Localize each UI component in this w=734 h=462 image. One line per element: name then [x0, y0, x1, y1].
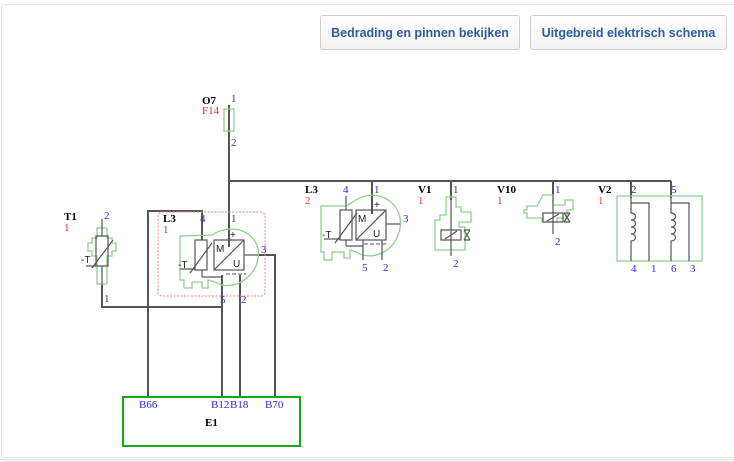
l3-1-t-symbol: -T: [178, 260, 187, 271]
l3-2-qty: 2: [305, 195, 311, 207]
v2-coil1-return: [630, 198, 650, 261]
wire-t1-1[interactable]: [101, 285, 222, 308]
v2-coil-1: [630, 203, 637, 261]
v2-pin-5: 5: [671, 184, 677, 196]
o7-pin-1: 1: [231, 93, 237, 105]
l3-1-thermistor-slash: [189, 242, 213, 274]
wires: [101, 105, 672, 397]
bottom-divider: [0, 459, 734, 462]
e1-pin-b12: B12: [211, 399, 229, 411]
l3-1-pin-5: 5: [220, 294, 226, 306]
v2-qty: 1: [598, 195, 604, 207]
v2-pin-4: 4: [631, 263, 637, 275]
e1-name: E1: [205, 417, 218, 429]
wire-l3a-3-b70[interactable]: [258, 254, 276, 397]
v2-coil-2: [670, 203, 677, 261]
component-t1[interactable]: -T T1 1 2 1: [64, 210, 117, 305]
t1-slash: [91, 239, 114, 269]
v10-coil-slash: [546, 213, 560, 222]
v2-pin-1: 1: [651, 263, 657, 275]
l3-2-mu-box: [355, 209, 387, 241]
l3-1-group-box: [157, 211, 266, 297]
t1-name: T1: [64, 211, 77, 223]
t1-outline: [87, 227, 117, 285]
l3-2-pin-2: 2: [383, 262, 389, 274]
v1-pin-2: 2: [453, 258, 459, 270]
l3-2-m-symbol: M: [358, 214, 366, 225]
l3-2-name: L3: [305, 184, 318, 196]
v1-pin-1: 1: [453, 184, 459, 196]
v10-valve-icon: [563, 212, 571, 223]
v10-coil: [542, 212, 564, 223]
l3-2-t-symbol: -T: [322, 230, 331, 241]
l3-1-outline: [179, 228, 259, 289]
v1-coil-slash: [444, 230, 458, 240]
l3-2-pin-4: 4: [343, 184, 349, 196]
l3-2-outline: [320, 194, 402, 261]
component-o7[interactable]: O7 F14 1 2: [202, 93, 237, 149]
t1-symbol: -T: [81, 255, 90, 266]
l3-1-qty: 1: [163, 224, 169, 236]
component-l3-2[interactable]: -T M U + L3 2 4 1 3 5 2: [305, 184, 409, 274]
v10-pin-2: 2: [555, 236, 561, 248]
v2-outline: [616, 195, 703, 262]
v10-pin-1: 1: [555, 184, 561, 196]
view-wiring-pins-button[interactable]: Bedrading en pinnen bekijken: [320, 15, 520, 50]
l3-1-m-symbol: M: [216, 244, 224, 255]
extended-electrical-schema-button[interactable]: Uitgebreid elektrisch schema: [530, 15, 727, 50]
t1-resistor: [95, 235, 109, 267]
v1-outline: [434, 196, 472, 251]
l3-1-u-symbol: U: [233, 259, 240, 270]
l3-1-pin-2: 2: [241, 294, 247, 306]
v2-pin-3: 3: [690, 263, 696, 275]
l3-2-thermistor-slash: [334, 212, 358, 244]
component-e1[interactable]: B66 B12 B18 B70 E1: [122, 396, 301, 447]
v1-qty: 1: [418, 195, 424, 207]
l3-1-thermistor: [194, 239, 208, 271]
e1-pin-b66: B66: [139, 399, 158, 411]
v2-coil2-return: [670, 198, 690, 261]
o7-name: O7: [202, 95, 217, 107]
l3-1-pin-3: 3: [261, 244, 267, 256]
l3-2-thermistor: [339, 209, 353, 241]
l3-1-mu-slash: [213, 239, 245, 271]
o7-qty: F14: [202, 105, 220, 117]
l3-1-name: L3: [163, 213, 176, 225]
e1-pin-b18: B18: [230, 399, 249, 411]
l3-2-u-symbol: U: [373, 229, 380, 240]
v1-name: V1: [418, 184, 431, 196]
l3-2-pin-1: 1: [374, 184, 380, 196]
e1-box: [122, 396, 301, 447]
v2-pin-6: 6: [671, 263, 677, 275]
l3-2-pin-3: 3: [403, 213, 409, 225]
v1-coil: [440, 229, 462, 241]
t1-pin-1: 1: [104, 293, 110, 305]
v10-outline: [523, 194, 574, 223]
v2-pin-2: 2: [631, 184, 637, 196]
v2-name: V2: [598, 184, 612, 196]
l3-2-pin-5: 5: [362, 262, 368, 274]
v10-name: V10: [497, 184, 516, 196]
component-v2[interactable]: V2 1 2 5 4 1 6 3: [598, 184, 703, 275]
t1-qty: 1: [64, 222, 70, 234]
schematic-panel: [1, 4, 734, 458]
component-l3-1[interactable]: -T M U + L3 1 4 1 3 5 2: [157, 211, 267, 306]
v1-valve-icon: [463, 229, 471, 241]
v10-qty: 1: [497, 195, 503, 207]
component-v10[interactable]: V10 1 1 2: [497, 184, 574, 248]
l3-1-plus: +: [230, 230, 236, 241]
l3-2-plus: +: [374, 200, 380, 211]
e1-pin-b70: B70: [265, 399, 284, 411]
o7-pin-2: 2: [231, 137, 237, 149]
l3-2-mu-slash: [355, 209, 387, 241]
fuse-body: [223, 108, 235, 132]
component-v1[interactable]: V1 1 1 2: [418, 184, 472, 270]
l3-1-pin-1: 1: [231, 213, 237, 225]
t1-pin-2: 2: [104, 210, 110, 222]
l3-1-pin-4: 4: [200, 213, 206, 225]
wire-b66-l3a-4[interactable]: [147, 210, 203, 397]
